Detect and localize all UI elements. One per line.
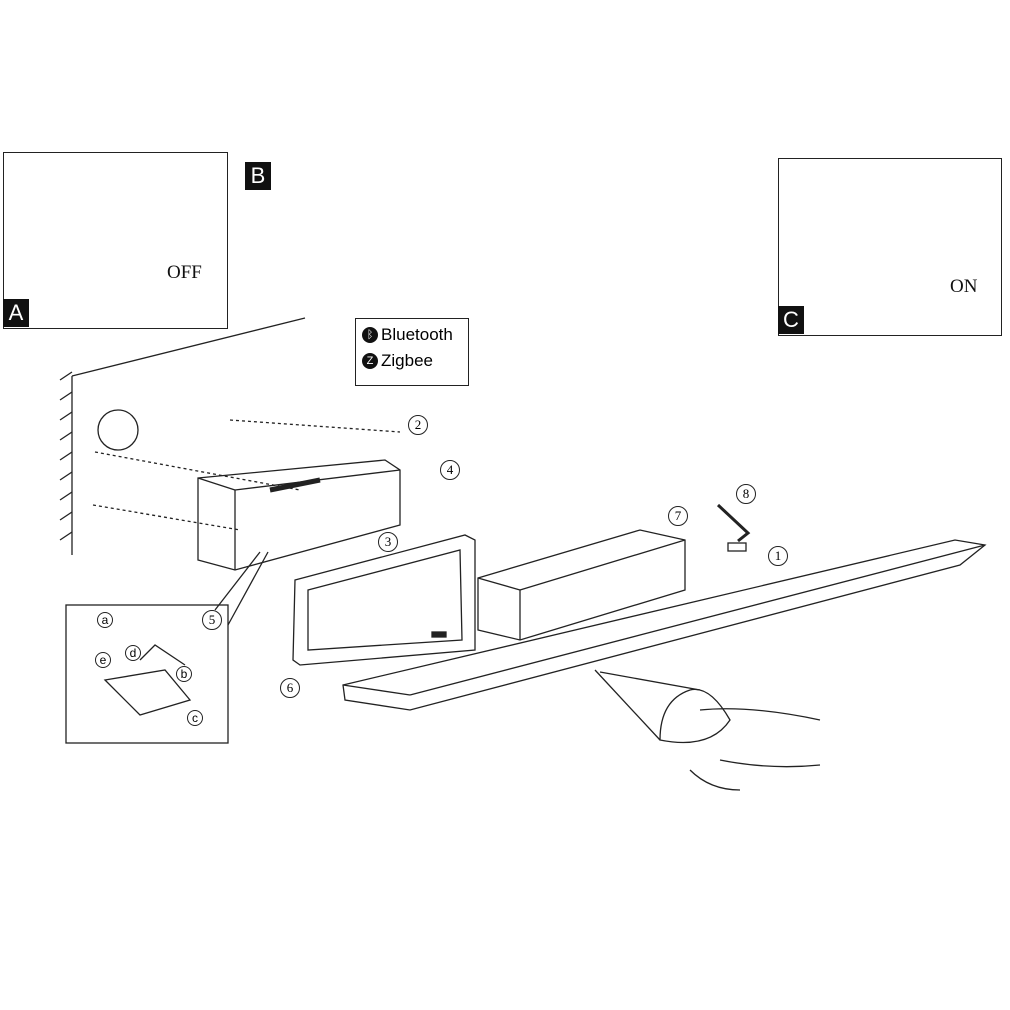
step-3: 3 — [378, 532, 398, 552]
on-label: ON — [950, 276, 978, 297]
step-2: 2 — [408, 415, 428, 435]
detail-d: d — [125, 645, 141, 661]
step-4: 4 — [440, 460, 460, 480]
panel-a-tag: A — [3, 299, 29, 327]
step-8: 8 — [736, 484, 756, 504]
detail-c: c — [187, 710, 203, 726]
hand — [689, 708, 821, 791]
panel-a — [3, 152, 228, 329]
detail-b: b — [176, 666, 192, 682]
allen-key — [716, 503, 751, 543]
remote-control — [659, 688, 731, 744]
mounting-guides — [92, 419, 401, 531]
panel-c-tag: C — [778, 306, 804, 334]
set-screw — [727, 542, 747, 552]
bluetooth-icon: ᛒ — [362, 327, 378, 343]
off-label: OFF — [167, 262, 202, 283]
step-6: 6 — [280, 678, 300, 698]
detail-a: a — [97, 612, 113, 628]
step-5: 5 — [202, 610, 222, 630]
cover-plate — [292, 534, 476, 666]
panel-c — [778, 158, 1002, 336]
zigbee-icon: Z — [362, 353, 378, 369]
terminal-block — [103, 644, 192, 716]
lamp-body — [342, 529, 987, 711]
zigbee-label: Zigbee — [381, 351, 433, 370]
mounting-box — [197, 459, 401, 571]
bluetooth-label: Bluetooth — [381, 325, 453, 344]
panel-b-tag: B — [245, 162, 271, 190]
step-1: 1 — [768, 546, 788, 566]
detail-panel — [65, 604, 229, 744]
wall — [59, 317, 306, 555]
step-7: 7 — [668, 506, 688, 526]
detail-e: e — [95, 652, 111, 668]
